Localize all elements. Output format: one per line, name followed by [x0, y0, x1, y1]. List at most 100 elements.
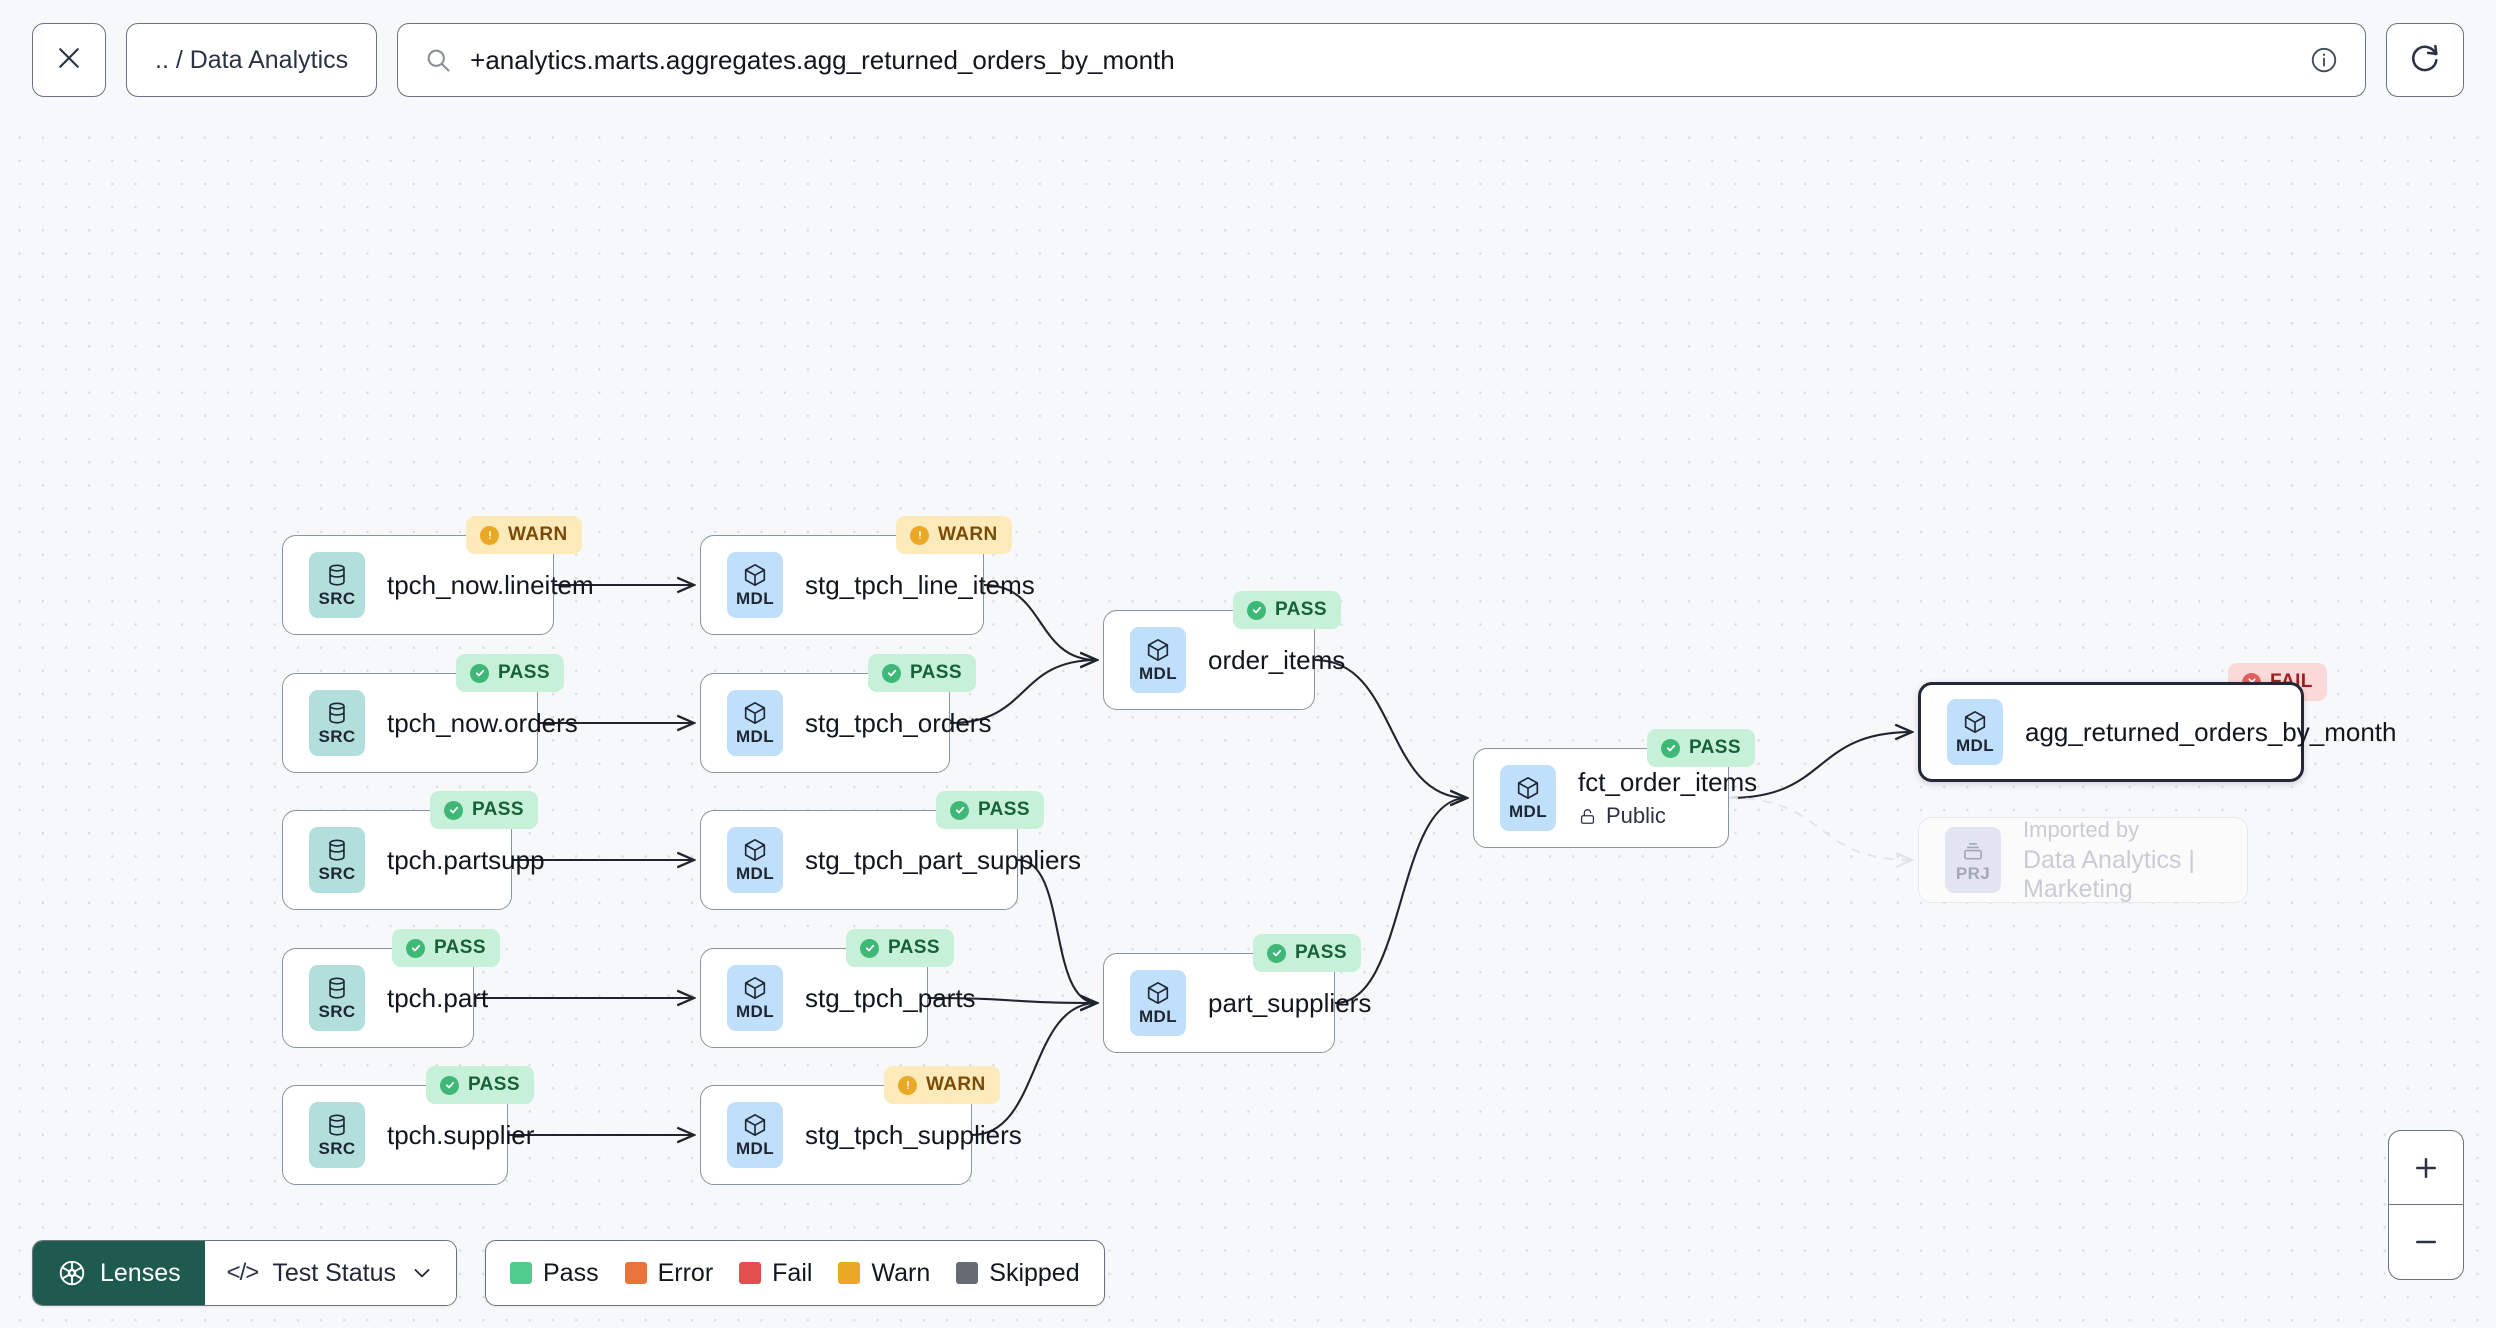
status-badge-warn[interactable]: WARN	[884, 1066, 1000, 1104]
type-chip-label: MDL	[735, 863, 775, 883]
status-badge-pass[interactable]: PASS	[426, 1066, 534, 1104]
graph-node-src_orders[interactable]: SRC tpch_now.orders	[282, 673, 578, 773]
status-badge-pass[interactable]: PASS	[936, 791, 1044, 829]
legend-item-fail[interactable]: Fail	[739, 1259, 812, 1288]
search-bar[interactable]	[397, 23, 2366, 97]
cube-icon	[1145, 637, 1171, 663]
graph-node-stg_suppliers[interactable]: MDL stg_tpch_suppliers	[700, 1085, 1022, 1185]
graph-node-stg_parts[interactable]: MDL stg_tpch_parts	[700, 948, 976, 1048]
status-badge-pass[interactable]: PASS	[846, 929, 954, 967]
node-body: tpch_now.orders	[387, 707, 578, 739]
src-type-chip: SRC	[309, 965, 365, 1031]
code-icon: </>	[226, 1259, 260, 1286]
breadcrumb[interactable]: .. / Data Analytics	[126, 23, 378, 97]
type-chip-label: SRC	[318, 863, 356, 883]
status-dot-icon	[440, 1075, 459, 1095]
mdl-type-chip: MDL	[1130, 627, 1186, 693]
legend-swatch-icon	[739, 1262, 762, 1284]
status-badge-pass[interactable]: PASS	[1253, 934, 1361, 972]
legend-item-skipped[interactable]: Skipped	[956, 1259, 1080, 1288]
status-dot-icon	[470, 663, 489, 683]
node-title: stg_tpch_part_suppliers	[805, 844, 1082, 875]
graph-edge	[1728, 797, 1912, 860]
type-chip-label: MDL	[735, 1138, 775, 1158]
legend-swatch-icon	[624, 1262, 647, 1284]
node-title: stg_tpch_line_items	[805, 569, 1035, 600]
refresh-button[interactable]	[2386, 23, 2464, 97]
node-body: tpch.partsupp	[387, 844, 545, 876]
aperture-icon	[57, 1258, 87, 1288]
zoom-controls	[2388, 1130, 2464, 1280]
node-body: tpch.part	[387, 983, 488, 1014]
zoom-in-button[interactable]	[2389, 1131, 2463, 1205]
status-badge-pass[interactable]: PASS	[456, 654, 564, 692]
status-badge-label: PASS	[1689, 737, 1741, 758]
legend-swatch-icon	[838, 1262, 861, 1284]
status-badge-pass[interactable]: PASS	[868, 654, 976, 692]
node-title: stg_tpch_suppliers	[805, 1119, 1022, 1150]
info-icon[interactable]	[2309, 45, 2339, 75]
mdl-type-chip: MDL	[727, 827, 783, 893]
node-title: stg_tpch_orders	[805, 707, 992, 738]
type-chip-label: MDL	[1508, 801, 1548, 821]
status-badge-label: PASS	[978, 799, 1030, 820]
status-badge-warn[interactable]: WARN	[896, 516, 1012, 554]
src-type-chip: SRC	[309, 827, 365, 893]
legend-item-error[interactable]: Error	[624, 1259, 713, 1288]
status-legend: Pass Error Fail Warn Skipped	[485, 1240, 1105, 1306]
status-badge-pass[interactable]: PASS	[1233, 591, 1341, 629]
status-dot-icon	[480, 525, 499, 545]
node-body: stg_tpch_suppliers	[805, 1119, 1022, 1151]
legend-item-pass[interactable]: Pass	[510, 1259, 599, 1288]
status-badge-pass[interactable]: PASS	[430, 791, 538, 829]
status-badge-pass[interactable]: PASS	[392, 929, 500, 967]
node-title: tpch.partsupp	[387, 844, 545, 875]
status-badge-label: WARN	[926, 1074, 986, 1095]
node-title: tpch_now.lineitem	[387, 569, 594, 600]
minus-icon	[2411, 1227, 2441, 1257]
type-chip-label: MDL	[1138, 663, 1178, 683]
graph-edge	[949, 660, 1097, 725]
search-input[interactable]	[470, 44, 2291, 76]
mdl-type-chip: MDL	[727, 965, 783, 1031]
status-badge-label: WARN	[508, 524, 568, 545]
node-body: agg_returned_orders_by_month	[2025, 717, 2396, 748]
mdl-type-chip: MDL	[1947, 699, 2003, 765]
node-title: tpch.supplier	[387, 1119, 535, 1150]
legend-swatch-icon	[510, 1262, 532, 1284]
node-body: stg_tpch_parts	[805, 983, 976, 1014]
test-status-dropdown[interactable]: </> Test Status	[204, 1241, 456, 1305]
type-chip-label: SRC	[318, 1001, 356, 1021]
zoom-out-button[interactable]	[2389, 1205, 2463, 1279]
type-chip-label: MDL	[1955, 735, 1995, 755]
status-badge-label: PASS	[434, 937, 486, 958]
node-subtitle: Data Analytics | Marketing	[2023, 845, 2195, 903]
node-title: tpch_now.orders	[387, 707, 578, 738]
close-button[interactable]	[32, 23, 106, 97]
legend-item-warn[interactable]: Warn	[838, 1259, 930, 1288]
status-dot-icon	[910, 525, 929, 545]
test-status-label: Test Status	[272, 1258, 396, 1287]
status-dot-icon	[1661, 738, 1680, 758]
plus-icon	[2411, 1153, 2441, 1183]
graph-edge	[1728, 732, 1912, 800]
status-badge-label: PASS	[888, 937, 940, 958]
graph-node-agg_returned[interactable]: MDL agg_returned_orders_by_month	[1918, 682, 2396, 782]
lenses-button[interactable]: Lenses	[33, 1241, 205, 1305]
cube-icon	[1962, 709, 1988, 735]
node-visibility: Public	[1578, 803, 1728, 829]
database-icon	[324, 1112, 350, 1138]
src-type-chip: SRC	[309, 690, 365, 756]
database-icon	[324, 700, 350, 726]
node-body: stg_tpch_part_suppliers	[805, 844, 1082, 876]
node-title: Imported by	[2023, 816, 2140, 842]
type-chip-label: MDL	[1138, 1006, 1178, 1026]
status-badge-warn[interactable]: WARN	[466, 516, 582, 554]
status-badge-pass[interactable]: PASS	[1647, 729, 1755, 767]
status-dot-icon	[950, 800, 969, 820]
close-icon	[54, 43, 84, 78]
